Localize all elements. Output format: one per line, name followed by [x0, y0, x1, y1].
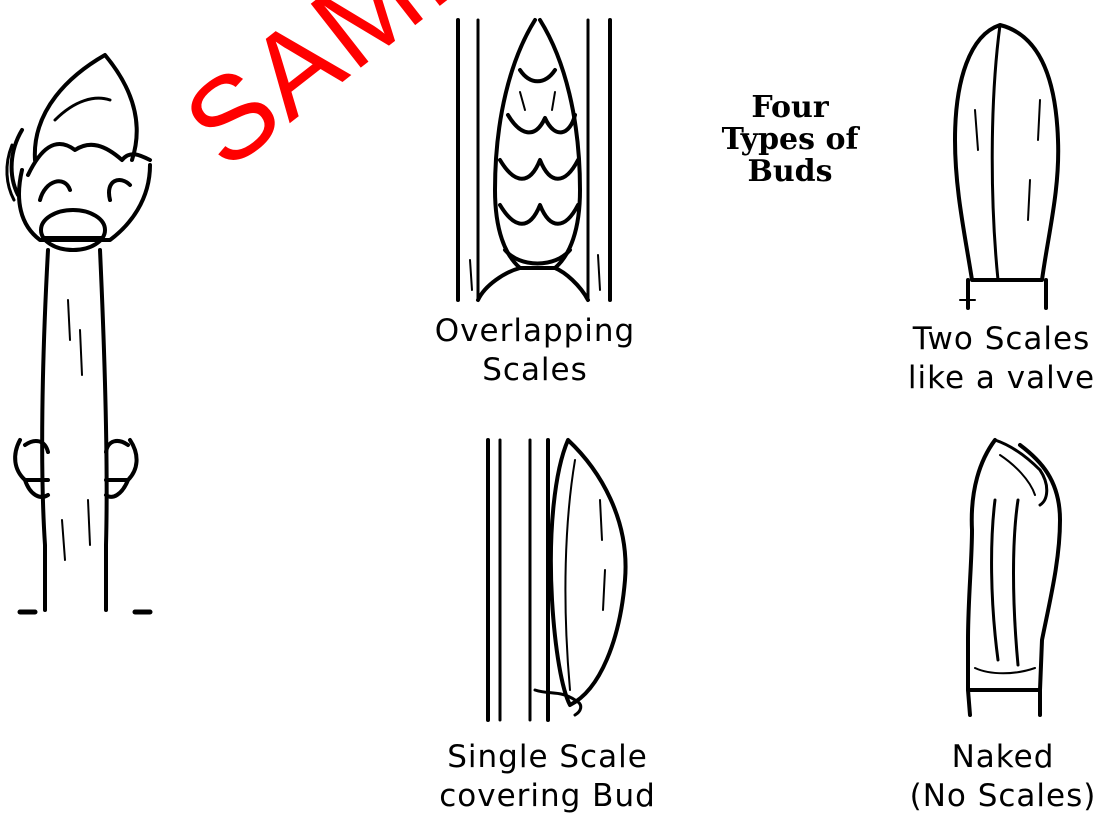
diagram-title: Four Types of Buds	[705, 92, 875, 188]
caption-naked: Naked (No Scales)	[893, 738, 1113, 816]
caption-line: (No Scales)	[893, 777, 1113, 816]
single-scale-illustration	[488, 440, 626, 720]
caption-line: Overlapping	[400, 312, 670, 351]
title-line-1: Four	[705, 92, 875, 124]
title-line-3: Buds	[705, 156, 875, 188]
caption-line: Single Scale	[415, 738, 680, 777]
overlapping-scales-illustration	[458, 20, 610, 300]
title-line-2: Types of	[705, 124, 875, 156]
twig-terminal-bud-illustration	[7, 55, 150, 612]
caption-line: like a valve	[890, 359, 1113, 398]
caption-single-scale: Single Scale covering Bud	[415, 738, 680, 816]
caption-two-scales: Two Scales like a valve	[890, 320, 1113, 398]
caption-overlapping-scales: Overlapping Scales	[400, 312, 670, 390]
naked-bud-illustration	[968, 440, 1060, 715]
caption-line: Naked	[893, 738, 1113, 777]
two-scales-valve-illustration	[955, 25, 1058, 308]
caption-line: covering Bud	[415, 777, 680, 816]
caption-line: Scales	[400, 351, 670, 390]
caption-line: Two Scales	[890, 320, 1113, 359]
